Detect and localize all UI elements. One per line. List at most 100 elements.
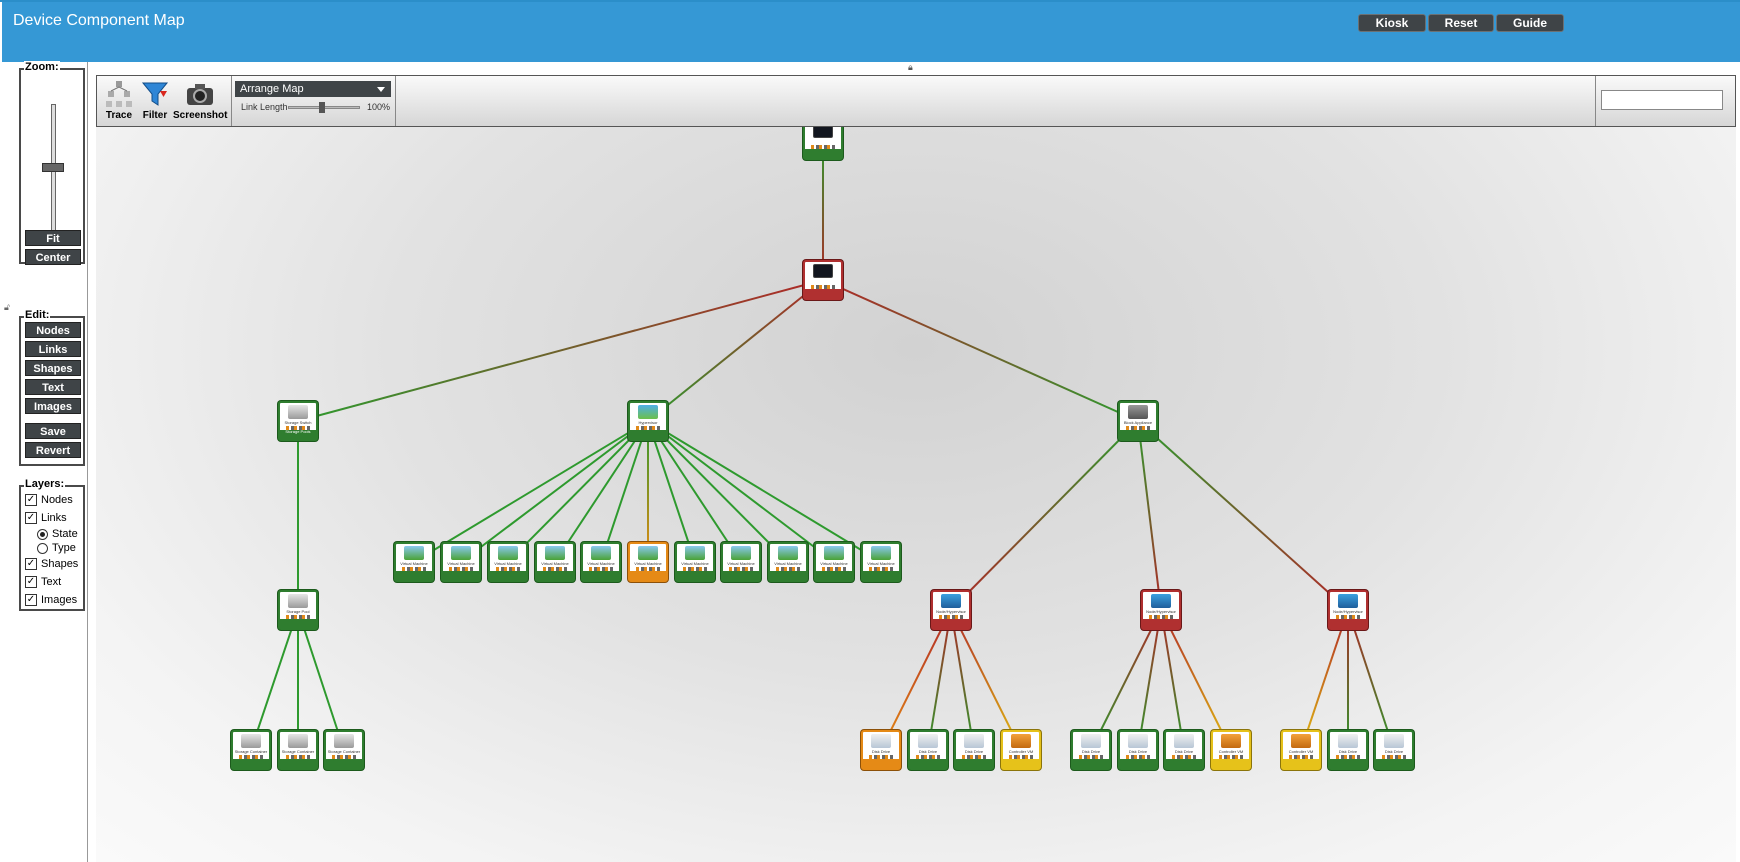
node-tool-icons[interactable]: [962, 755, 986, 759]
map-node-d5[interactable]: Disk Drive: [1118, 730, 1158, 770]
screenshot-tool[interactable]: Screenshot: [173, 78, 227, 121]
node-tool-icons[interactable]: [683, 567, 707, 571]
map-link-ne1-c1[interactable]: [950, 609, 1022, 751]
trace-tool[interactable]: Trace: [101, 78, 137, 121]
map-node-vm-host[interactable]: Hypervisor: [628, 401, 668, 441]
map-link-vm-host-vm9[interactable]: [647, 420, 789, 563]
map-node-sc1[interactable]: Storage Container: [231, 730, 271, 770]
map-node-vm11[interactable]: Virtual Machine: [861, 542, 901, 582]
node-tool-icons[interactable]: [1172, 755, 1196, 759]
map-link-ne1-d3[interactable]: [950, 609, 975, 751]
map-node-c1[interactable]: Controller VM: [1001, 730, 1041, 770]
map-node-appliance[interactable]: Block Appliance: [1118, 401, 1158, 441]
map-link-vm-host-vm11[interactable]: [647, 420, 882, 563]
checkbox-checked-icon[interactable]: ✓: [25, 558, 37, 570]
layer-links[interactable]: ✓Links: [25, 512, 67, 524]
reset-button[interactable]: Reset: [1428, 14, 1494, 32]
edit-text-button[interactable]: Text: [25, 379, 81, 395]
node-tool-icons[interactable]: [239, 755, 263, 759]
node-tool-icons[interactable]: [286, 755, 310, 759]
map-link-vm-host-vm8[interactable]: [647, 420, 742, 563]
map-link-cluster-sp-sw[interactable]: [297, 279, 824, 422]
map-link-ne3-d8[interactable]: [1347, 609, 1395, 751]
map-link-vm-host-vm4[interactable]: [554, 420, 649, 563]
map-node-vm3[interactable]: Virtual Machine: [488, 542, 528, 582]
node-tool-icons[interactable]: [1382, 755, 1406, 759]
node-tool-icons[interactable]: [1289, 755, 1313, 759]
map-link-vm-host-vm3[interactable]: [507, 420, 649, 563]
map-link-ne2-d5[interactable]: [1137, 609, 1162, 751]
map-link-appliance-ne1[interactable]: [950, 420, 1139, 611]
map-node-c2[interactable]: Controller VM: [1211, 730, 1251, 770]
node-tool-icons[interactable]: [1126, 755, 1150, 759]
checkbox-checked-icon[interactable]: ✓: [25, 494, 37, 506]
node-tool-icons[interactable]: [286, 615, 310, 619]
node-tool-icons[interactable]: [869, 567, 893, 571]
map-link-ne2-c2[interactable]: [1160, 609, 1232, 751]
map-node-vm2[interactable]: Virtual Machine: [441, 542, 481, 582]
map-node-vm10[interactable]: Virtual Machine: [814, 542, 854, 582]
map-node-pool[interactable]: Storage Pool: [278, 590, 318, 630]
node-tool-icons[interactable]: [916, 755, 940, 759]
link-length-handle[interactable]: [319, 102, 325, 113]
map-node-d3[interactable]: Disk Drive: [954, 730, 994, 770]
link-color-state[interactable]: State: [37, 528, 78, 540]
arrange-map-dropdown[interactable]: Arrange Map: [235, 81, 391, 97]
checkbox-checked-icon[interactable]: ✓: [25, 512, 37, 524]
panel-lock-icon[interactable]: 🔓︎: [4, 302, 10, 312]
map-node-d4[interactable]: Disk Drive: [1071, 730, 1111, 770]
checkbox-checked-icon[interactable]: ✓: [25, 594, 37, 606]
lock-icon[interactable]: 🔒︎: [908, 62, 913, 72]
node-tool-icons[interactable]: [776, 567, 800, 571]
layer-shapes[interactable]: ✓Shapes: [25, 558, 78, 570]
map-link-ne2-d6[interactable]: [1160, 609, 1185, 751]
layer-nodes[interactable]: ✓Nodes: [25, 494, 73, 506]
node-tool-icons[interactable]: [496, 567, 520, 571]
map-node-ne1[interactable]: Node/Hypervisor: [931, 590, 971, 630]
map-node-vm8[interactable]: Virtual Machine: [721, 542, 761, 582]
node-tool-icons[interactable]: [449, 567, 473, 571]
map-link-cluster-appliance[interactable]: [822, 279, 1139, 422]
map-link-ne1-d1[interactable]: [880, 609, 952, 751]
map-node-d1[interactable]: Disk Drive: [861, 730, 901, 770]
guide-button[interactable]: Guide: [1496, 14, 1564, 32]
map-node-cluster[interactable]: [803, 260, 843, 300]
node-tool-icons[interactable]: [589, 567, 613, 571]
map-node-ne2[interactable]: Node/Hypervisor: [1141, 590, 1181, 630]
center-button[interactable]: Center: [25, 249, 81, 265]
map-link-pool-sc1[interactable]: [250, 609, 299, 751]
node-tool-icons[interactable]: [636, 426, 660, 430]
map-node-ne3[interactable]: Node/Hypervisor: [1328, 590, 1368, 630]
link-color-type[interactable]: Type: [37, 542, 76, 554]
node-tool-icons[interactable]: [939, 615, 963, 619]
map-node-vm1[interactable]: Virtual Machine: [394, 542, 434, 582]
edit-links-button[interactable]: Links: [25, 341, 81, 357]
node-tool-icons[interactable]: [332, 755, 356, 759]
node-tool-icons[interactable]: [869, 755, 893, 759]
map-node-vm7[interactable]: Virtual Machine: [675, 542, 715, 582]
checkbox-checked-icon[interactable]: ✓: [25, 576, 37, 588]
map-link-vm-host-vm1[interactable]: [413, 420, 649, 563]
map-link-appliance-ne2[interactable]: [1137, 420, 1162, 611]
edit-nodes-button[interactable]: Nodes: [25, 322, 81, 338]
map-node-vm6[interactable]: Virtual Machine: [628, 542, 668, 582]
node-tool-icons[interactable]: [1126, 426, 1150, 430]
map-link-ne2-d4[interactable]: [1090, 609, 1162, 751]
node-tool-icons[interactable]: [822, 567, 846, 571]
node-tool-icons[interactable]: [729, 567, 753, 571]
map-node-d2[interactable]: Disk Drive: [908, 730, 948, 770]
map-link-cluster-vm-host[interactable]: [647, 279, 824, 422]
filter-tool[interactable]: Filter: [137, 78, 173, 121]
map-node-d6[interactable]: Disk Drive: [1164, 730, 1204, 770]
map-node-c3[interactable]: Controller VM: [1281, 730, 1321, 770]
map-link-vm-host-vm10[interactable]: [647, 420, 835, 563]
map-node-d8[interactable]: Disk Drive: [1374, 730, 1414, 770]
radio-icon[interactable]: [37, 542, 48, 554]
map-node-root[interactable]: [803, 127, 843, 160]
node-tool-icons[interactable]: [1149, 615, 1173, 619]
node-tool-icons[interactable]: [1336, 615, 1360, 619]
node-tool-icons[interactable]: [636, 567, 660, 571]
fit-button[interactable]: Fit: [25, 230, 81, 246]
map-link-vm-host-vm5[interactable]: [600, 420, 649, 563]
